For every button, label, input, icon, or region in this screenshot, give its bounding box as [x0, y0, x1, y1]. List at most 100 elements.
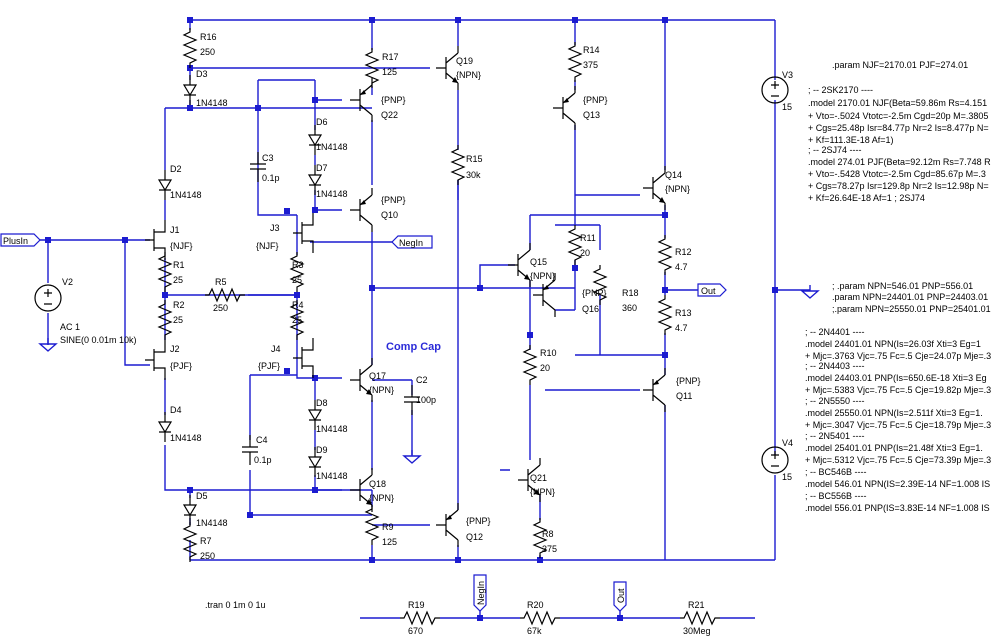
J4-ref: J4 [271, 344, 281, 354]
Q10-ref: Q10 [381, 210, 398, 220]
D2-ref: D2 [170, 164, 182, 174]
D8-value: 1N4148 [316, 424, 348, 434]
resistor-R9[interactable]: R9 125 [365, 504, 397, 547]
net-label-out[interactable]: Out [697, 283, 727, 297]
D7-ref: D7 [316, 163, 328, 173]
net-label-plusin[interactable]: PlusIn [0, 233, 41, 247]
spice-line: .param NJF=2170.01 PJF=274.01 [832, 60, 968, 70]
net-label-negin-bottom[interactable]: NegIn [473, 574, 487, 612]
R9-value: 125 [382, 537, 397, 547]
D2-value: 1N4148 [170, 190, 202, 200]
Q16-ref: Q16 [582, 304, 599, 314]
voltage-source-V2[interactable]: V2 AC 1 SINE(0 0.01m 10k) [34, 277, 137, 345]
voltage-source-V4[interactable]: V4 15 [761, 438, 793, 482]
resistor-R14[interactable]: R14 375 [568, 41, 600, 83]
spice-line: ; -- BC546B ---- [805, 467, 867, 477]
net-label-negin[interactable]: NegIn [391, 235, 433, 249]
R4-value: 25 [292, 315, 302, 325]
net-label-out-bottom[interactable]: Out [613, 581, 627, 612]
resistor-R16[interactable]: R16 250 [183, 27, 217, 69]
capacitor-C4[interactable]: C4 0.1p [241, 434, 272, 466]
D5-value: 1N4148 [196, 518, 228, 528]
Q19-ref: Q19 [456, 56, 473, 66]
resistor-R2[interactable]: R2 25 [158, 299, 185, 341]
D5-ref: D5 [196, 491, 208, 501]
R21-value: 30Meg [683, 626, 711, 636]
resistor-R11[interactable]: R11 20 [568, 224, 596, 266]
J3-type: {NJF} [256, 241, 279, 251]
transistor-Q22[interactable]: {PNP} Q22 [349, 77, 406, 123]
transistor-Q10[interactable]: {PNP} Q10 [349, 187, 406, 233]
jfet-J4[interactable]: J4 {PJF} [258, 337, 314, 379]
negin-text: NegIn [399, 238, 423, 248]
resistor-R18[interactable]: R18 360 [593, 264, 639, 313]
R9-ref: R9 [382, 522, 394, 532]
resistor-R21[interactable]: R21 30Meg [679, 600, 721, 636]
transistor-Q16[interactable]: {PNP} Q16 [532, 272, 607, 318]
spice-line: + Mjc=.3763 Vjc=.75 Fc=.5 Cje=24.07p Mje… [805, 351, 991, 361]
Q14-ref: Q14 [665, 170, 682, 180]
C3-ref: C3 [262, 153, 274, 163]
spice-line: ; -- 2SJ74 ---- [808, 145, 862, 155]
diode-D5[interactable]: D5 1N4148 [183, 491, 228, 528]
R13-value: 4.7 [675, 323, 688, 333]
D6-value: 1N4148 [316, 142, 348, 152]
spice-line: .model 556.01 PNP(IS=3.83E-14 NF=1.008 I… [805, 503, 990, 513]
resistor-R10[interactable]: R10 20 [523, 344, 557, 386]
diode-D2[interactable]: D2 1N4148 [158, 164, 202, 201]
transistor-Q11[interactable]: {PNP} Q11 [642, 367, 701, 413]
transistor-Q13[interactable]: {PNP} Q13 [552, 85, 608, 131]
transistor-Q21[interactable]: Q21 {NPN} [517, 457, 555, 503]
diode-D8[interactable]: D8 1N4148 [308, 398, 348, 434]
J4-type: {PJF} [258, 361, 280, 371]
resistor-R3[interactable]: R3 25 [290, 251, 304, 293]
jfet-J2[interactable]: J2 {PJF} [144, 339, 192, 381]
capacitor-C3[interactable]: C3 0.1p [249, 151, 280, 183]
wiring [40, 19, 810, 619]
transistor-Q15[interactable]: Q15 {NPN} [507, 242, 555, 288]
jfet-J1[interactable]: J1 {NJF} [144, 219, 193, 261]
resistor-R13[interactable]: R13 4.7 [658, 294, 692, 336]
resistor-R8[interactable]: R8 375 [533, 517, 557, 559]
V2-value1: AC 1 [60, 322, 80, 332]
R21-ref: R21 [688, 600, 705, 610]
resistor-R7[interactable]: R7 250 [183, 521, 215, 563]
Q22-type: {PNP} [381, 95, 406, 105]
resistor-R19[interactable]: R19 670 [399, 600, 441, 636]
resistor-R15[interactable]: R15 30k [451, 144, 483, 186]
transistor-Q19[interactable]: Q19 {NPN} [435, 45, 481, 91]
resistor-R4[interactable]: R4 25 [290, 299, 304, 341]
R19-ref: R19 [408, 600, 425, 610]
voltage-source-V3[interactable]: V3 15 [761, 70, 793, 112]
resistor-R5[interactable]: R5 250 [204, 277, 246, 313]
D9-ref: D9 [316, 445, 328, 455]
transistor-Q17[interactable]: Q17 {NPN} [349, 357, 394, 403]
resistor-R1[interactable]: R1 25 [158, 251, 185, 293]
diode-D4[interactable]: D4 1N4148 [158, 405, 202, 443]
diode-D3[interactable]: D3 1N4148 [183, 69, 228, 108]
R15-ref: R15 [466, 154, 483, 164]
resistor-R12[interactable]: R12 4.7 [658, 234, 692, 276]
resistor-R20[interactable]: R20 67k [519, 600, 561, 636]
diode-D7[interactable]: D7 1N4148 [308, 163, 348, 199]
capacitor-C2[interactable]: C2 100p [403, 375, 436, 416]
transistor-Q14[interactable]: Q14 {NPN} [642, 165, 690, 211]
spice-line: ; -- 2N5550 ---- [805, 396, 865, 406]
transistor-Q18[interactable]: Q18 {NPN} [349, 467, 394, 513]
jfet-J3[interactable]: J3 {NJF} [256, 212, 314, 254]
spice-line: ; .param NPN=546.01 PNP=556.01 [832, 281, 973, 291]
V3-value: 15 [782, 102, 792, 112]
resistor-R17[interactable]: R17 125 [365, 47, 399, 89]
transistor-Q12[interactable]: {PNP} Q12 [435, 502, 491, 548]
diode-D6[interactable]: D6 1N4148 [308, 117, 348, 156]
spice-line: ; -- 2SK2170 ---- [808, 85, 873, 95]
R16-ref: R16 [200, 32, 217, 42]
Q17-type: {NPN} [369, 385, 394, 395]
out-bottom-text: Out [616, 588, 626, 603]
R5-ref: R5 [215, 277, 227, 287]
plusin-text: PlusIn [3, 236, 28, 246]
Q18-ref: Q18 [369, 479, 386, 489]
R18-value: 360 [622, 303, 637, 313]
diode-D9[interactable]: D9 1N4148 [308, 445, 348, 481]
